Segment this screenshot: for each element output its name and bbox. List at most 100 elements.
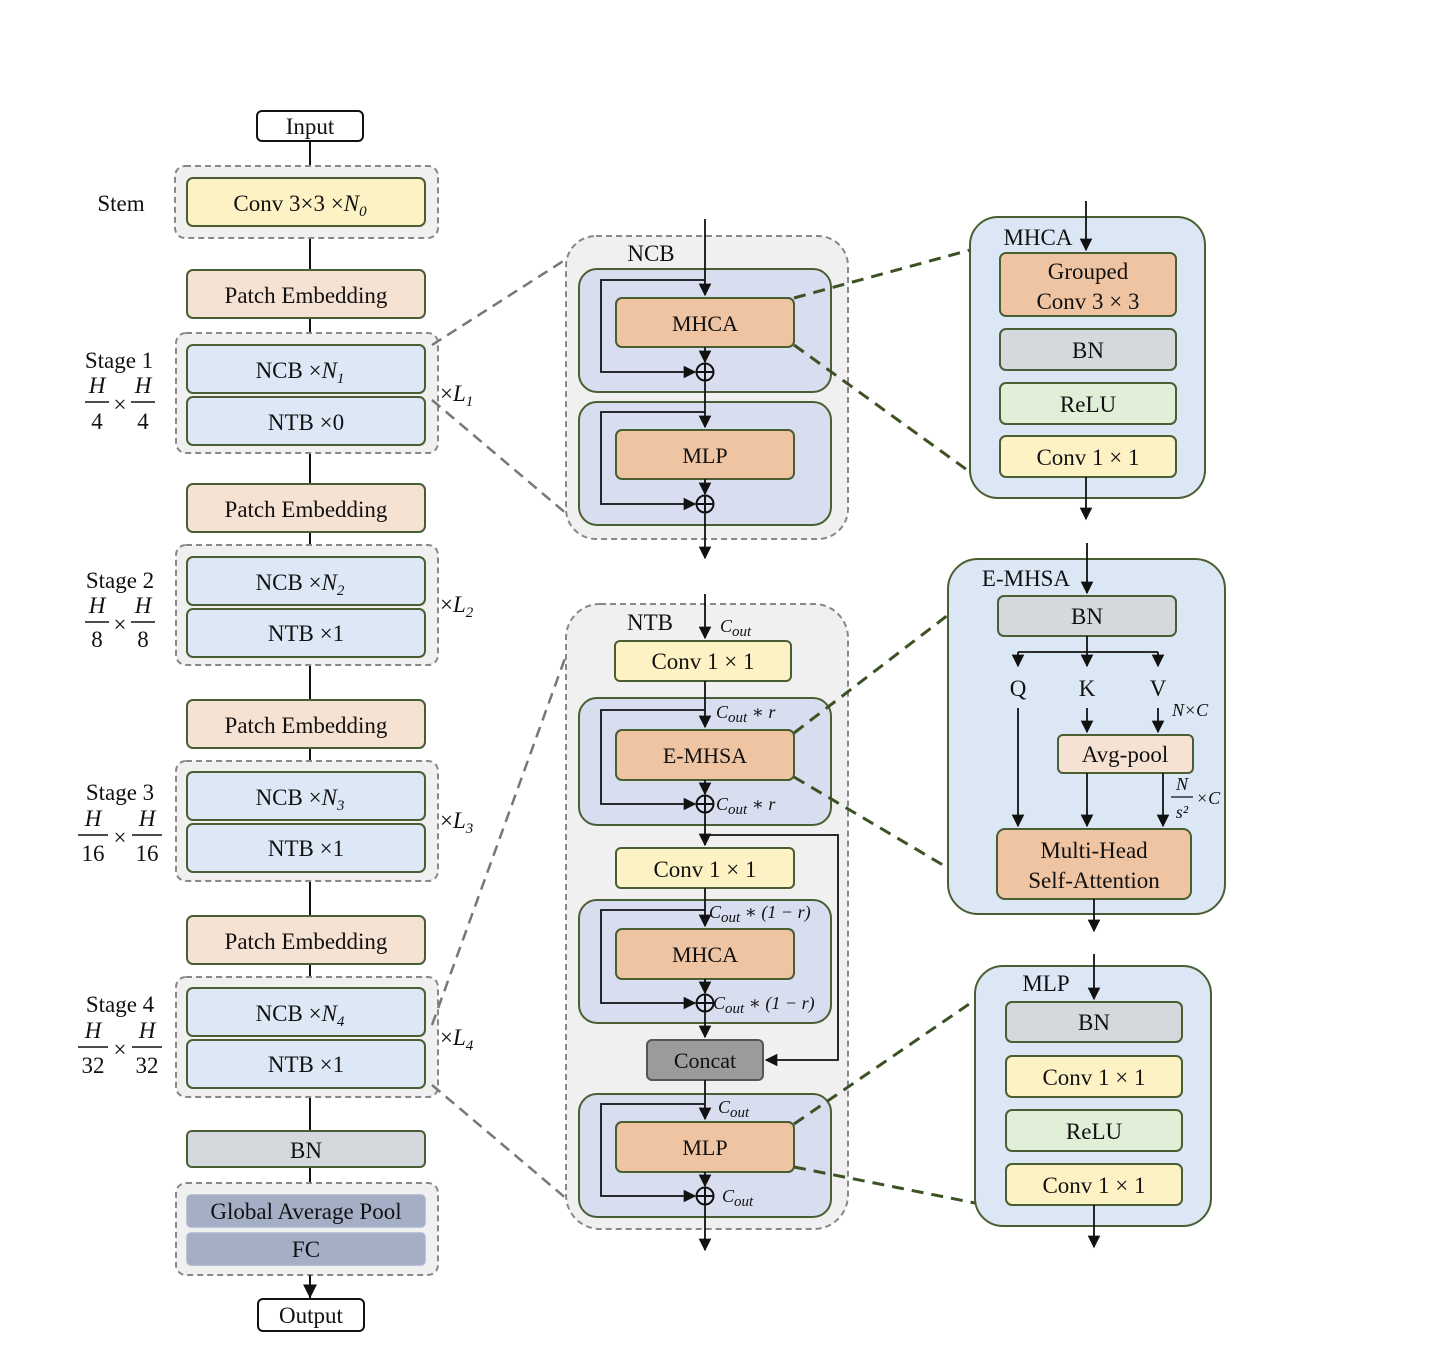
svg-text:8: 8 <box>91 627 103 652</box>
mhca-conv-box <box>999 435 1177 478</box>
stage-2-ntb-label: NTB ×1 <box>268 621 344 646</box>
stage-4-ntb-box <box>186 1039 426 1089</box>
stage-1-repeat: ×L1 <box>440 381 473 410</box>
stage-2-ntb-box <box>186 608 426 658</box>
stage-1-ntb-label: NTB ×0 <box>268 410 344 435</box>
ntb-cout-r-2: Cout ∗ r <box>716 794 776 818</box>
gap-label: Global Average Pool <box>210 1199 401 1224</box>
output-box <box>257 1298 365 1332</box>
svg-text:Patch Embedding: Patch Embedding <box>225 929 388 954</box>
stage-2-repeat: ×L2 <box>440 592 474 621</box>
svg-text:Self-Attention: Self-Attention <box>1028 868 1160 893</box>
ntb-cout-2: Cout <box>718 1097 750 1121</box>
ntb-cout-1mr-2: Cout ∗ (1 − r) <box>713 993 815 1017</box>
svg-text:Patch Embedding: Patch Embedding <box>225 713 388 738</box>
fc-label: FC <box>292 1237 320 1262</box>
stage-3-ncb-box <box>186 771 426 821</box>
stage-4-repeat: ×L4 <box>440 1025 474 1054</box>
emhsa-panel-title: E-MHSA <box>982 566 1071 591</box>
fc-box <box>186 1232 426 1266</box>
svg-text:×: × <box>114 1037 127 1062</box>
ntb-concat-label: Concat <box>674 1048 736 1073</box>
svg-text:16: 16 <box>136 841 159 866</box>
svg-text:Patch Embedding: Patch Embedding <box>225 497 388 522</box>
mhca-bn-box <box>999 328 1177 371</box>
svg-text:H: H <box>88 593 107 618</box>
ntb-mlp-label: MLP <box>682 1135 727 1160</box>
patch-embedding-2: Patch Embedding <box>186 483 426 533</box>
svg-text:32: 32 <box>136 1053 159 1078</box>
ntb-conv1-label: Conv 1 × 1 <box>651 649 754 674</box>
svg-text:s²: s² <box>1176 802 1189 822</box>
svg-text:H: H <box>84 1018 103 1043</box>
svg-text:16: 16 <box>82 841 105 866</box>
ncb-mhca-label: MHCA <box>672 311 738 336</box>
svg-text:Patch Embedding: Patch Embedding <box>225 283 388 308</box>
svg-text:Multi-Head: Multi-Head <box>1040 838 1148 863</box>
mhca-panel: MHCA Grouped Conv 3 × 3 BN ReLU Conv 1 ×… <box>969 201 1206 521</box>
emhsa-k-label: K <box>1079 676 1096 701</box>
head-bn-box <box>186 1130 426 1168</box>
stage-3-ntb-box <box>186 823 426 873</box>
svg-text:H: H <box>138 1018 157 1043</box>
stage-1-title: Stage 1 <box>85 348 153 373</box>
output-label: Output <box>279 1303 344 1328</box>
svg-text:8: 8 <box>137 627 149 652</box>
svg-text:H: H <box>134 373 153 398</box>
stage-4-title: Stage 4 <box>86 992 155 1017</box>
stage-3: NCB ×N3 NTB ×1 ×L3 Stage 3 H 16 × H 16 <box>78 760 473 882</box>
emhsa-v-label: V <box>1150 676 1167 701</box>
ncb-title: NCB <box>627 241 674 266</box>
mhca-relu-box <box>999 382 1177 425</box>
ntb-cout-r-1: Cout ∗ r <box>716 702 776 726</box>
stem-conv-box <box>186 177 426 227</box>
ncb-block: NCB MHCA MLP <box>565 219 849 560</box>
svg-text:H: H <box>138 806 157 831</box>
svg-text:×: × <box>114 612 127 637</box>
svg-text:Conv 3 × 3: Conv 3 × 3 <box>1036 289 1139 314</box>
svg-text:Conv 1 × 1: Conv 1 × 1 <box>1036 445 1139 470</box>
stage-3-ncb-label: NCB ×N3 <box>256 785 345 814</box>
ntb-cout-1: Cout <box>720 616 752 640</box>
stage-1-ntb-box <box>186 396 426 446</box>
stage-4-ncb-box <box>186 987 426 1037</box>
svg-text:ReLU: ReLU <box>1066 1119 1123 1144</box>
input-label: Input <box>286 114 335 139</box>
patch-embedding-4: Patch Embedding <box>186 915 426 965</box>
mhca-panel-title: MHCA <box>1003 225 1072 250</box>
svg-text:×: × <box>114 825 127 850</box>
stage-2: NCB ×N2 NTB ×1 ×L2 Stage 2 H 8 × H 8 <box>85 544 474 666</box>
svg-text:H: H <box>84 806 103 831</box>
svg-text:4: 4 <box>137 409 149 434</box>
svg-text:Conv 1 × 1: Conv 1 × 1 <box>1042 1065 1145 1090</box>
svg-text:BN: BN <box>1078 1010 1110 1035</box>
stage-3-repeat: ×L3 <box>440 808 473 837</box>
ntb-conv2-label: Conv 1 × 1 <box>653 857 756 882</box>
stage-1: NCB ×N1 NTB ×0 ×L1 Stage 1 H 4 × H 4 <box>85 332 473 454</box>
stage-2-title: Stage 2 <box>86 568 154 593</box>
zoom-lines-left <box>430 256 570 1201</box>
svg-text:BN: BN <box>1071 604 1103 629</box>
svg-text:32: 32 <box>82 1053 105 1078</box>
stage-4-ntb-label: NTB ×1 <box>268 1052 344 1077</box>
ntb-block: NTB Cout Conv 1 × 1 Cout ∗ r E-MHSA Cout… <box>565 594 849 1252</box>
ntb-mhca-label: MHCA <box>672 942 738 967</box>
emhsa-nxc-label: N×C <box>1171 700 1209 720</box>
stage-1-ncb-box <box>186 344 426 394</box>
stage-3-ntb-label: NTB ×1 <box>268 836 344 861</box>
ntb-conv1-box <box>614 640 792 682</box>
emhsa-avgpool-box <box>1057 734 1194 774</box>
ncb-mlp-label: MLP <box>682 443 727 468</box>
svg-text:BN: BN <box>1072 338 1104 363</box>
stage-3-title: Stage 3 <box>86 780 154 805</box>
stem-label: Stem <box>97 191 144 216</box>
svg-text:×C: ×C <box>1196 788 1221 808</box>
svg-text:ReLU: ReLU <box>1060 392 1117 417</box>
patch-embedding-3: Patch Embedding <box>186 699 426 749</box>
patch-embedding-1: Patch Embedding <box>186 269 426 319</box>
stage-2-ncb-label: NCB ×N2 <box>256 570 345 599</box>
mlp-conv1-box <box>1005 1055 1183 1098</box>
ntb-emhsa-label: E-MHSA <box>663 743 747 768</box>
svg-text:H: H <box>88 373 107 398</box>
